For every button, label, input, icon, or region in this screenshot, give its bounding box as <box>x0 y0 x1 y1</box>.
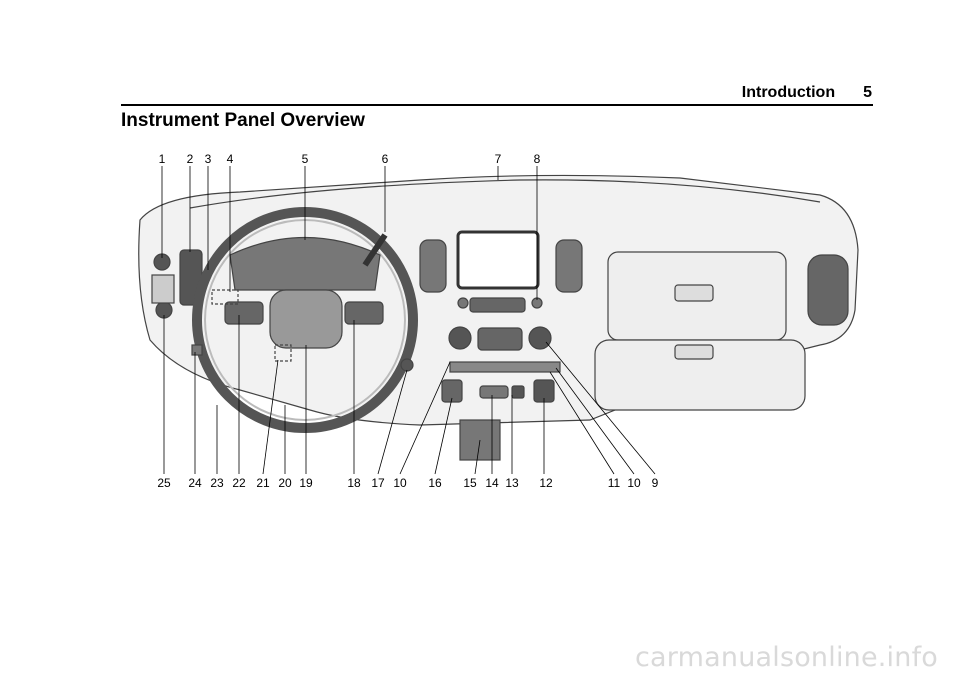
page-number: 5 <box>863 84 872 101</box>
callout-21: 21 <box>256 476 270 490</box>
callout-2: 2 <box>186 152 194 166</box>
horn-dashed-box <box>274 344 292 362</box>
callout-3: 3 <box>204 152 212 166</box>
hood-release <box>191 344 203 356</box>
callout-5: 5 <box>301 152 309 166</box>
climate-center <box>477 327 523 351</box>
aux-button <box>511 385 525 399</box>
lower-glove-box <box>594 339 806 411</box>
callout-17: 17 <box>371 476 385 490</box>
callout-20: 20 <box>278 476 292 490</box>
dash-top-edge <box>189 179 821 209</box>
hazard-row <box>469 297 526 313</box>
callout-19: 19 <box>299 476 313 490</box>
callout-4: 4 <box>226 152 234 166</box>
callout-22: 22 <box>232 476 246 490</box>
right-center-vent <box>555 239 583 293</box>
section-name: Introduction <box>741 84 836 101</box>
callout-23: 23 <box>210 476 224 490</box>
callout-15: 15 <box>463 476 477 490</box>
page-title: Instrument Panel Overview <box>121 110 365 131</box>
callout-9: 9 <box>651 476 659 490</box>
right-wheel-controls <box>344 301 384 325</box>
callout-6: 6 <box>381 152 389 166</box>
callout-14: 14 <box>485 476 499 490</box>
cruise-dashed-box <box>211 289 239 305</box>
light-buttons <box>151 274 175 304</box>
callout-12: 12 <box>539 476 553 490</box>
climate-button-row <box>449 361 561 373</box>
drive-mode-buttons <box>441 379 463 403</box>
callout-11: 11 <box>607 476 621 490</box>
callout-16: 16 <box>428 476 442 490</box>
callout-10-left: 10 <box>393 476 407 490</box>
right-side-vent <box>807 254 849 326</box>
callout-25: 25 <box>157 476 171 490</box>
callout-1: 1 <box>158 152 166 166</box>
callout-8: 8 <box>533 152 541 166</box>
left-climate-knob <box>448 326 472 350</box>
cluster-hood <box>229 237 381 291</box>
storage-bin <box>459 419 501 461</box>
lower-glove-handle <box>674 344 714 360</box>
dashboard-illustration <box>138 166 859 475</box>
callout-18: 18 <box>347 476 361 490</box>
bottom-leader-lines <box>163 315 656 475</box>
callout-10-right: 10 <box>627 476 641 490</box>
header-rule <box>121 104 873 106</box>
usb-ports <box>479 385 509 399</box>
left-center-vent <box>419 239 447 293</box>
upper-glove-handle <box>674 284 714 302</box>
airbag-hub <box>269 289 343 349</box>
left-wheel-controls <box>224 301 264 325</box>
infotainment-screen <box>456 230 540 290</box>
callout-13: 13 <box>505 476 519 490</box>
running-head: Introduction 5 <box>0 84 872 102</box>
instrument-panel-figure: 1 2 3 4 5 6 7 8 25 24 23 22 21 20 19 18 … <box>120 140 880 500</box>
callout-7: 7 <box>494 152 502 166</box>
right-climate-knob <box>528 326 552 350</box>
column-stalk <box>362 233 388 267</box>
top-leader-lines <box>161 166 538 300</box>
watermark: carmanualsonline.info <box>635 642 938 673</box>
start-button <box>400 358 414 372</box>
callout-24: 24 <box>188 476 202 490</box>
